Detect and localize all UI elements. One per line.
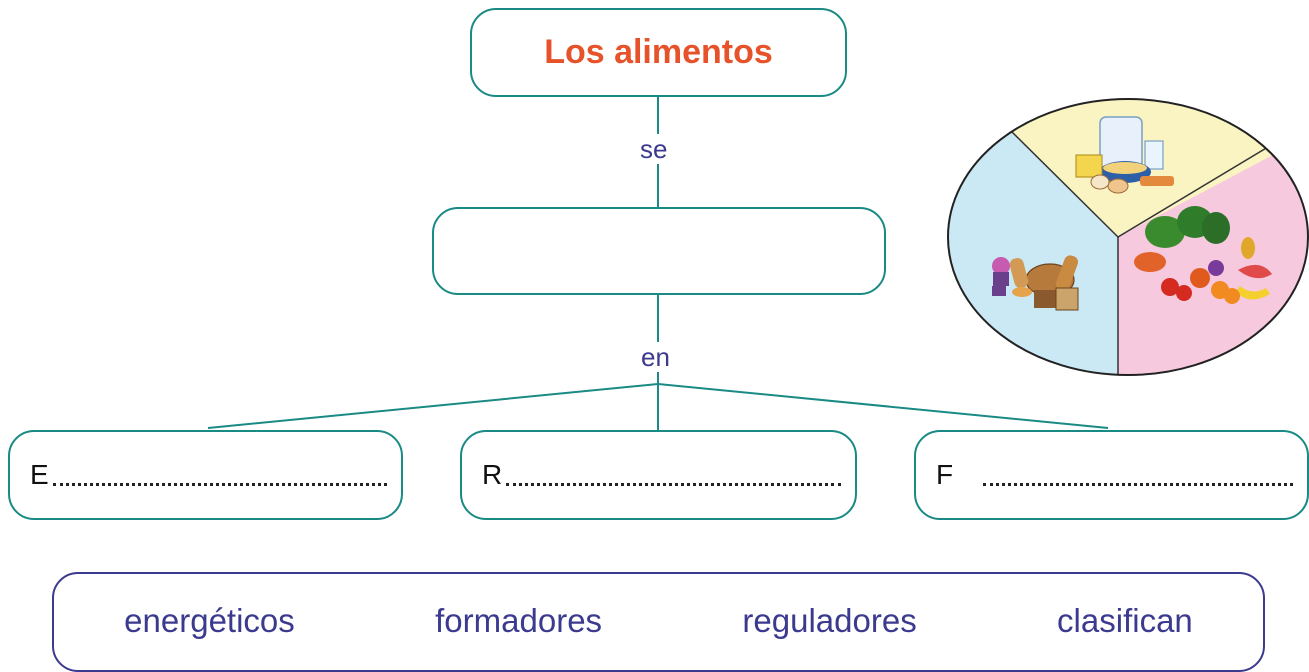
- word-bank-item[interactable]: clasifican: [1057, 602, 1193, 639]
- connector-lines: [207, 97, 1109, 430]
- food-groups-plate-icon: [947, 98, 1309, 376]
- answer-blank-line: [506, 457, 841, 486]
- word-bank-item[interactable]: energéticos: [124, 602, 295, 639]
- connector-label-se: se: [638, 134, 670, 164]
- category-box-r[interactable]: R: [460, 430, 857, 520]
- title-box: Los alimentos: [470, 8, 847, 97]
- answer-blank-line: [52, 457, 387, 486]
- middle-answer-box[interactable]: [432, 207, 886, 295]
- category-letter: E: [30, 459, 49, 490]
- word-bank-item[interactable]: reguladores: [742, 602, 917, 639]
- word-bank-item[interactable]: formadores: [435, 602, 603, 639]
- category-letter: F: [936, 459, 954, 490]
- diagram-title: Los alimentos: [544, 33, 773, 71]
- word-bank: energéticos formadores reguladores clasi…: [52, 572, 1265, 672]
- connector-label-en: en: [639, 342, 672, 372]
- category-letter: R: [482, 459, 503, 490]
- category-box-e[interactable]: E: [8, 430, 403, 520]
- category-box-f[interactable]: F: [914, 430, 1309, 520]
- answer-blank-line: [983, 457, 1293, 486]
